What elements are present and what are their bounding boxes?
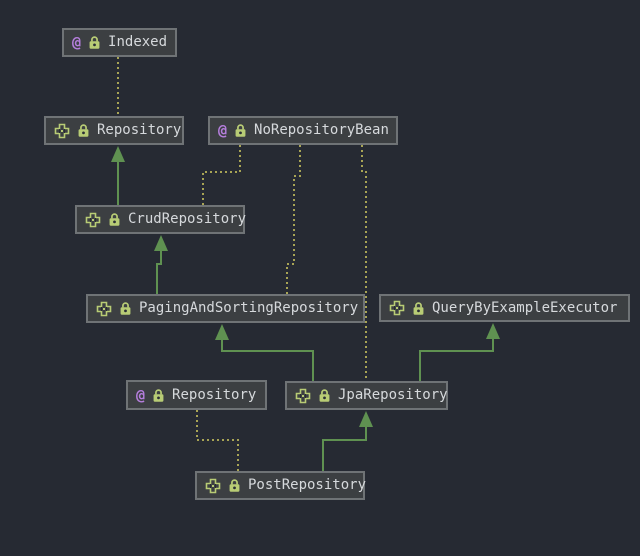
lock-icon xyxy=(77,123,90,138)
lock-icon xyxy=(412,301,425,316)
class-node-repository-annotation[interactable]: @ Repository xyxy=(126,380,267,410)
edge-extends-paging-and-sorting-repository-to-crud-repository xyxy=(156,250,162,294)
class-node-label: QueryByExampleExecutor xyxy=(432,299,618,316)
interface-icon xyxy=(96,301,112,317)
inheritance-arrowhead xyxy=(111,146,125,162)
class-node-label: CrudRepository xyxy=(128,211,247,227)
edge-extends-jpa-repository-to-paging-and-sorting-repository xyxy=(221,339,314,381)
class-node-crud-repository[interactable]: @ CrudRepository xyxy=(75,205,247,234)
annotation-icon: @ xyxy=(72,33,82,51)
class-node-label: JpaRepository xyxy=(338,387,448,403)
lock-icon xyxy=(234,123,247,138)
lock-icon xyxy=(318,388,331,403)
edge-extends-post-repository-to-jpa-repository xyxy=(322,427,367,471)
class-node-paging-and-sorting-repository[interactable]: @ PagingAndSortingRepository xyxy=(86,294,365,323)
class-node-label: PostRepository xyxy=(248,477,367,493)
class-node-indexed[interactable]: @ Indexed xyxy=(62,28,177,57)
class-node-label: Indexed xyxy=(108,34,168,50)
edge-annotation-no-repository-bean-to-jpa-repository xyxy=(361,145,367,381)
inheritance-arrowhead xyxy=(215,324,229,340)
edge-extends-jpa-repository-to-query-by-example-executor xyxy=(419,338,494,381)
class-node-no-repository-bean[interactable]: @ NoRepositoryBean xyxy=(208,116,398,145)
class-node-label: NoRepositoryBean xyxy=(254,122,389,138)
interface-icon xyxy=(295,388,311,404)
class-node-jpa-repository[interactable]: @ JpaRepository xyxy=(285,381,448,410)
lock-icon xyxy=(228,478,241,493)
lock-icon xyxy=(88,35,101,50)
inheritance-arrowhead xyxy=(359,411,373,427)
lock-icon xyxy=(119,301,132,316)
annotation-icon: @ xyxy=(136,385,146,404)
interface-icon xyxy=(85,212,101,228)
class-node-label: Repository xyxy=(172,386,257,403)
inheritance-arrowhead xyxy=(486,323,500,339)
lock-icon xyxy=(108,212,121,227)
lock-icon xyxy=(152,388,165,403)
edge-annotation-no-repository-bean-to-paging-and-sorting-repository xyxy=(286,145,301,294)
interface-icon xyxy=(205,478,221,494)
class-node-repository-interface[interactable]: @ Repository xyxy=(44,116,184,145)
class-node-label: PagingAndSortingRepository xyxy=(139,300,359,316)
annotation-icon: @ xyxy=(218,121,228,139)
edge-annotation-no-repository-bean-to-crud-repository xyxy=(202,145,241,205)
class-node-label: Repository xyxy=(97,122,182,138)
inheritance-arrowhead xyxy=(154,235,168,251)
class-node-query-by-example-executor[interactable]: @ QueryByExampleExecutor xyxy=(379,294,630,322)
interface-icon xyxy=(54,123,70,139)
interface-icon xyxy=(389,300,405,316)
edge-annotation-repository-annotation-to-post-repository xyxy=(196,410,239,471)
class-node-post-repository[interactable]: @ PostRepository xyxy=(195,471,367,500)
